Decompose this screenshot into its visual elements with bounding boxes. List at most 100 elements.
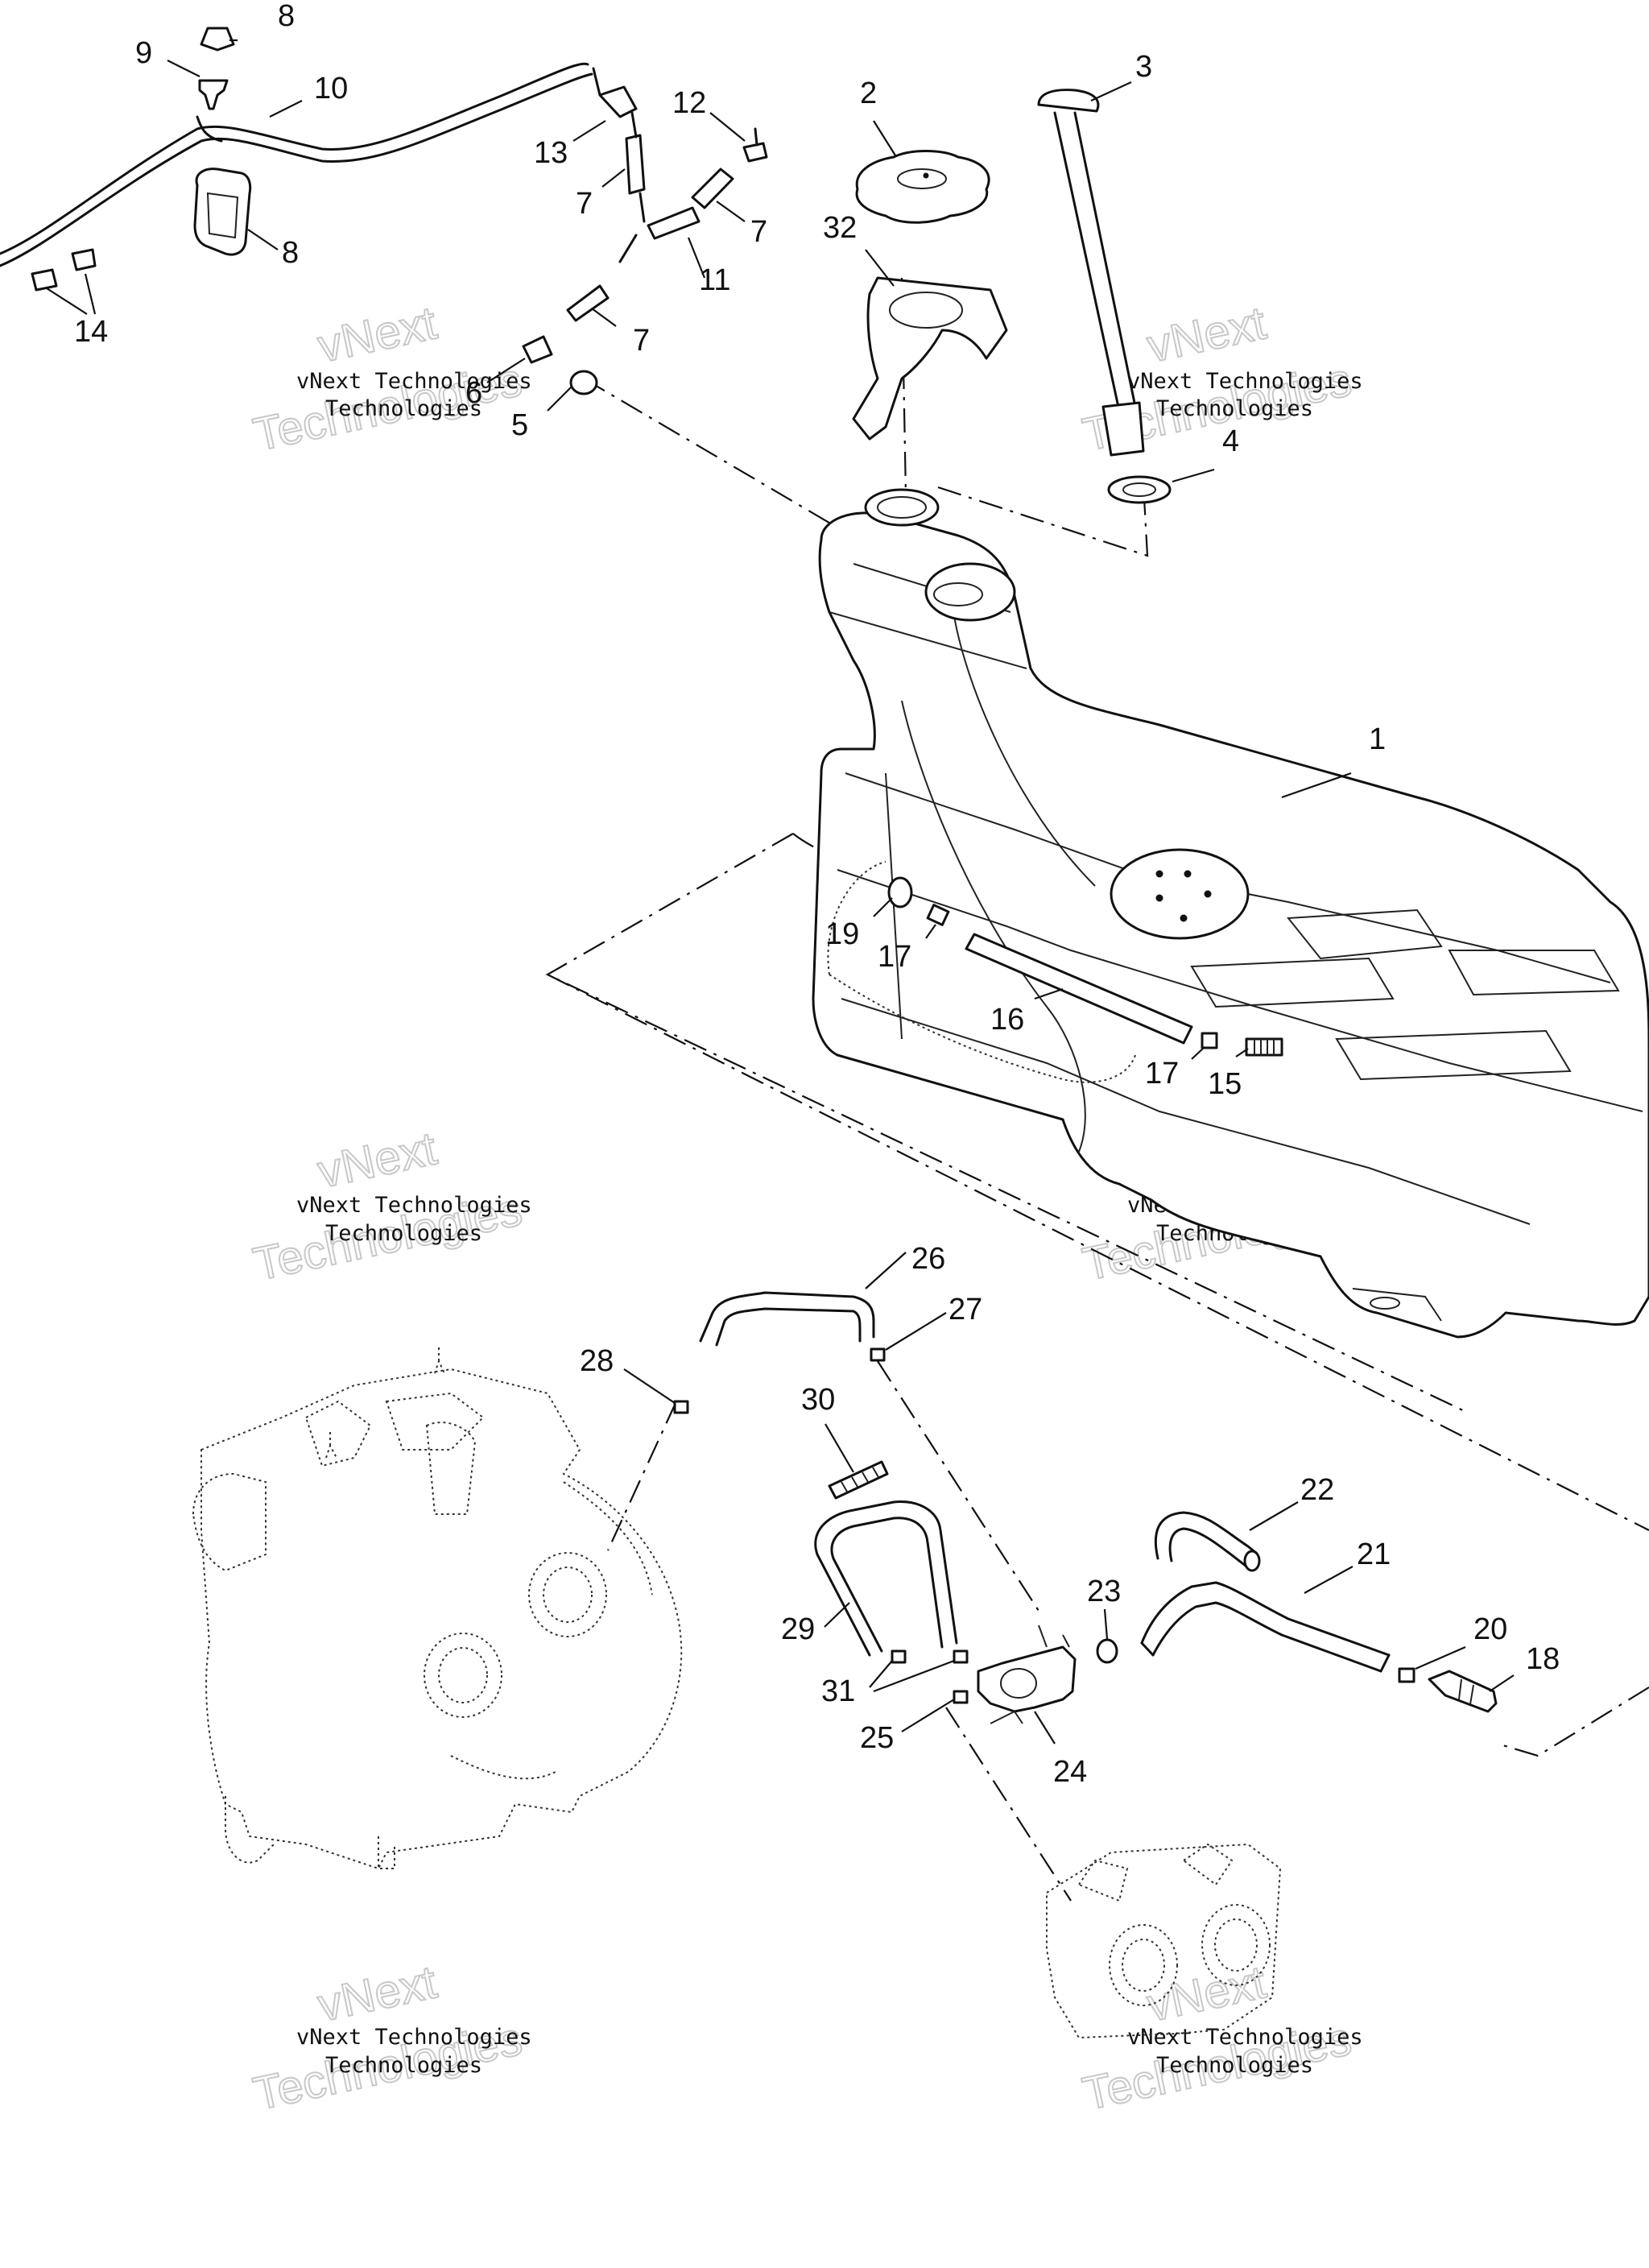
leader-9 xyxy=(167,60,200,77)
watermark-small-line2: Technologies xyxy=(1156,396,1313,421)
hose-16 xyxy=(965,933,1193,1045)
clamp-17-lower xyxy=(1201,1032,1218,1049)
carburetor-bore-left-inner xyxy=(1122,1939,1165,1992)
callout-28: 28 xyxy=(580,1344,614,1378)
carburetors xyxy=(1046,1843,1282,2039)
watermark-small-line2: Technologies xyxy=(325,1221,482,1246)
fuel-pump-24 xyxy=(977,1645,1077,1713)
grommet-19 xyxy=(887,876,913,908)
tank-contour-6 xyxy=(885,772,903,1040)
tee-11 xyxy=(647,206,701,240)
hose-7-upper xyxy=(625,134,646,195)
engine-spark-plug-1 xyxy=(434,1345,445,1374)
leader-7c xyxy=(591,308,617,327)
engine-intake-left xyxy=(424,1633,502,1718)
vent-line-connector xyxy=(592,67,601,97)
leader-2 xyxy=(873,120,896,156)
pickup-assembly xyxy=(887,876,1283,1057)
fuel-lines xyxy=(673,1291,1498,1724)
clamp-20 xyxy=(1398,1667,1415,1683)
hose-7-right xyxy=(691,168,734,209)
callout-13: 13 xyxy=(534,136,568,170)
callout-21: 21 xyxy=(1357,1538,1391,1571)
engine-intake-left-inner xyxy=(438,1647,488,1703)
callouts: 1 2 3 4 5 6 7 7 7 8 8 9 10 11 12 13 14 1… xyxy=(74,0,1560,1789)
tank-contour-3 xyxy=(841,998,1531,1225)
tank-bolt xyxy=(1155,870,1163,878)
leader-13 xyxy=(572,120,606,142)
tank-filler-neck xyxy=(864,488,940,527)
clamp-31-right xyxy=(953,1649,969,1664)
callout-9: 9 xyxy=(135,36,152,70)
cap-shield-32-hole xyxy=(889,292,963,329)
vent-system xyxy=(0,27,768,395)
tank-recess-1 xyxy=(1287,908,1443,960)
callout-31: 31 xyxy=(821,1674,855,1708)
carburetor-bore-right-inner xyxy=(1214,1918,1258,1972)
leader-20 xyxy=(1415,1645,1466,1670)
fitting-12-stem xyxy=(754,127,758,147)
leader-lines xyxy=(46,39,1515,1744)
fuel-gauge-3-float xyxy=(1101,401,1145,457)
leader-14 xyxy=(46,273,97,315)
callout-27: 27 xyxy=(948,1293,982,1326)
gasket-4-inner xyxy=(1122,482,1156,497)
callout-18: 18 xyxy=(1526,1642,1560,1676)
fitting-18 xyxy=(1428,1670,1498,1713)
callout-7a: 7 xyxy=(576,187,593,221)
assembly-line-pulse xyxy=(607,1401,677,1551)
callout-16: 16 xyxy=(990,1003,1024,1037)
hose-26-inner xyxy=(715,1307,862,1347)
callout-17a: 17 xyxy=(878,940,911,974)
callout-12: 12 xyxy=(672,86,706,120)
spring-30-coils xyxy=(841,1467,879,1492)
callout-4: 4 xyxy=(1222,424,1239,458)
hose-26-outer xyxy=(699,1291,875,1343)
assembly-line-outlet xyxy=(1497,1687,1649,1757)
filler-components xyxy=(852,89,1172,504)
leader-23 xyxy=(1103,1608,1109,1640)
tank-contour-4 xyxy=(901,700,1086,1153)
tank-recess-2 xyxy=(1190,957,1395,1008)
hose-21-ends xyxy=(1140,1641,1391,1673)
watermark-bottom-left: vNext Technologies vNext Technologies Te… xyxy=(248,1955,531,2121)
callout-30: 30 xyxy=(801,1383,835,1417)
tee-links xyxy=(618,192,646,263)
callout-6: 6 xyxy=(465,376,482,410)
callout-7b: 7 xyxy=(750,215,767,249)
fuel-pump-24-ports xyxy=(990,1624,1070,1724)
watermark-small-line1: vNext Technologies xyxy=(1127,369,1363,394)
fuel-tank xyxy=(812,488,1649,1339)
clamp-17-upper xyxy=(926,904,950,926)
tank-recess-4 xyxy=(1448,950,1620,996)
leader-30 xyxy=(824,1423,854,1473)
tank-bolt xyxy=(1180,914,1188,922)
tank-gauge-port xyxy=(924,562,1016,622)
leader-27 xyxy=(885,1312,947,1351)
filter-15-ribs xyxy=(1254,1039,1275,1055)
bracket-8-lower xyxy=(193,168,252,256)
hose-22-outer xyxy=(1154,1511,1258,1560)
engine-flywheel-edge xyxy=(563,1481,653,1595)
leader-17b xyxy=(1191,1046,1205,1060)
callout-14: 14 xyxy=(74,315,108,349)
leader-7a xyxy=(601,168,626,188)
clamp-23 xyxy=(1096,1638,1118,1664)
leader-11 xyxy=(687,237,706,279)
callout-17b: 17 xyxy=(1145,1057,1179,1091)
tank-foot-hole xyxy=(1370,1297,1400,1310)
hose-link xyxy=(630,111,638,139)
gasket-4 xyxy=(1107,475,1172,504)
clamp-31-left xyxy=(891,1649,907,1664)
fitting-12 xyxy=(742,142,768,163)
hose-21-inner xyxy=(1151,1601,1382,1673)
hose-7-lower xyxy=(566,284,610,322)
carburetor-bore-right xyxy=(1201,1904,1271,1986)
watermark-small-line2: Technologies xyxy=(325,396,482,421)
fuel-cap-2 xyxy=(855,150,990,224)
callout-22: 22 xyxy=(1300,1473,1334,1507)
watermark-small-line1: vNext Technologies xyxy=(296,1193,532,1218)
watermark-big-vnext: vNext xyxy=(313,1122,441,1198)
leader-6 xyxy=(486,358,526,383)
assembly-line-gauge xyxy=(937,482,1149,557)
